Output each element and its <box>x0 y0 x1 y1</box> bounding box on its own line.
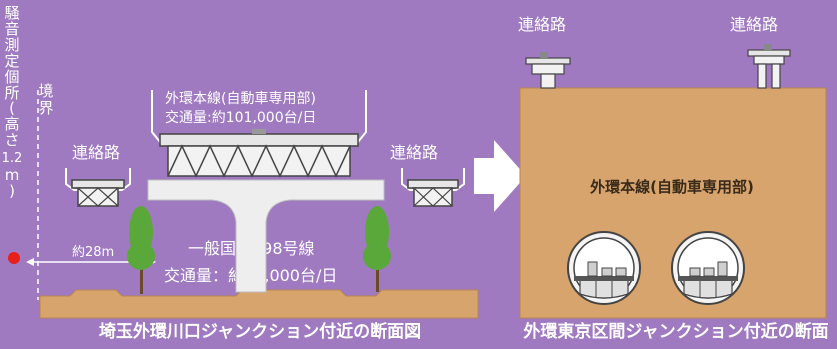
expressway-traffic: 交通量:約101,000台/日 <box>165 109 316 126</box>
svg-text:騒: 騒 <box>4 4 19 22</box>
right-ramp-label: 連絡路 <box>390 143 438 162</box>
right-section-right-ramp-label: 連絡路 <box>730 15 778 34</box>
tree-right <box>363 206 391 292</box>
measurement-point-marker <box>8 252 20 264</box>
svg-text:所: 所 <box>4 84 19 102</box>
underground-expressway-label: 外環本線(自動車専用部) <box>589 178 754 196</box>
expressway-title: 外環本線(自動車専用部) <box>165 90 316 107</box>
svg-text:1.2: 1.2 <box>2 151 23 166</box>
left-ramp-label: 連絡路 <box>72 143 120 162</box>
tunnel-right <box>671 231 745 305</box>
right-section-left-ramp-label: 連絡路 <box>518 15 566 34</box>
svg-text:定: 定 <box>4 52 19 70</box>
measurement-point-label: 騒 音 測 定 個 所 ( 高 さ 1.2 m ) <box>2 4 23 200</box>
left-cross-section: 騒 音 測 定 個 所 ( 高 さ 1.2 m ) 境 界 約28m <box>2 4 479 342</box>
tree-left <box>127 206 155 294</box>
right-caption: 外環東京区間ジャンクション付近の断面 <box>523 321 828 342</box>
left-ground <box>39 289 479 319</box>
svg-text:さ: さ <box>4 131 19 149</box>
right-cross-section: 連絡路 連絡路 外環本線(自動車専用部) <box>518 15 829 342</box>
left-ramp-structure <box>65 168 131 207</box>
transition-arrow <box>474 140 526 212</box>
right-section-right-ramp-structure <box>747 44 791 89</box>
right-ground <box>519 87 827 319</box>
svg-text:界: 界 <box>38 99 53 117</box>
expressway-viaduct <box>151 90 367 178</box>
viaduct-pier <box>147 179 385 293</box>
svg-text:音: 音 <box>4 20 19 38</box>
svg-text:個: 個 <box>4 68 19 86</box>
svg-text:境: 境 <box>38 82 53 100</box>
svg-text:): ) <box>9 182 15 200</box>
left-caption: 埼玉外環川口ジャンクション付近の断面図 <box>99 321 421 342</box>
distance-label: 約28m <box>72 245 114 260</box>
right-ramp-structure <box>401 168 465 207</box>
tunnel-left <box>567 231 641 305</box>
svg-text:m: m <box>5 166 20 184</box>
svg-text:(: ( <box>9 99 15 117</box>
right-section-left-ramp-structure <box>525 52 571 89</box>
boundary-label: 境 界 <box>38 82 53 117</box>
svg-text:測: 測 <box>4 36 19 54</box>
svg-text:高: 高 <box>4 115 19 133</box>
